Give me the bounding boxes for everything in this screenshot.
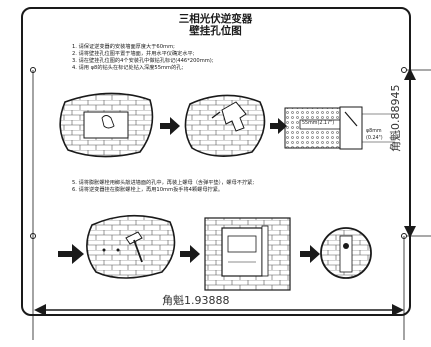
width-dimension-line xyxy=(32,70,405,340)
drill-depth-detail xyxy=(284,106,395,150)
inverter-on-wall-illustration xyxy=(204,217,291,291)
instruction-steps-bottom: 5. 请将膨胀螺栓用榔头敲进墙面的孔中，再装上螺母（含弹平垫），螺母不拧紧; 6… xyxy=(72,180,254,194)
arrow-step-1-to-2 xyxy=(160,117,180,135)
diameter-label: φ8mm xyxy=(366,129,382,134)
hammering-bolt-illustration xyxy=(86,214,176,279)
instruction-steps-top: 1. 请保证逆变器的安装墙面厚度大于60mm; 2. 请将壁挂孔位图平置于墙面，… xyxy=(72,44,214,72)
diameter-inch-label: (0.24") xyxy=(366,136,383,141)
step-4: 4. 请用 φ8的钻头在标记处钻入深度55mm的孔; xyxy=(72,65,184,71)
height-dimension-line xyxy=(404,68,431,238)
drilling-illustration xyxy=(184,94,266,157)
title-line-2: 壁挂孔位图 xyxy=(189,25,242,37)
arrow-step-6-to-detail xyxy=(300,245,320,263)
height-dimension-label: 角魁0.88945 xyxy=(389,84,402,153)
step-6: 6. 请将逆变器挂在膨胀螺栓上，再用10mm扳手将4颗螺母拧紧。 xyxy=(72,187,224,193)
arrow-step-2-to-3 xyxy=(270,118,287,134)
step-1: 1. 请保证逆变器的安装墙面厚度大于60mm; xyxy=(72,44,175,50)
title-line-1: 三相光伏逆变器 xyxy=(178,13,253,25)
width-dimension-label: 角魁1.93888 xyxy=(162,294,230,307)
page-title: 三相光伏逆变器 壁挂孔位图 xyxy=(0,13,431,37)
bolt-detail-circle xyxy=(320,227,372,279)
arrow-step-5-to-6 xyxy=(180,245,200,263)
step-2: 2. 请将壁挂孔位图平置于墙面，并用水平仪确定水平; xyxy=(72,51,195,57)
step-5: 5. 请将膨胀螺栓用榔头敲进墙面的孔中，再装上螺母（含弹平垫），螺母不拧紧; xyxy=(72,180,255,186)
template-on-wall-illustration xyxy=(59,92,154,158)
arrow-into-step-5 xyxy=(58,244,84,264)
depth-label: 55mm(2.17") xyxy=(302,121,335,126)
step-3: 3. 请在壁挂孔位图的4个安装孔中做钻孔标记(446*200mm); xyxy=(72,58,214,64)
mounting-hole-top-right xyxy=(401,67,407,73)
